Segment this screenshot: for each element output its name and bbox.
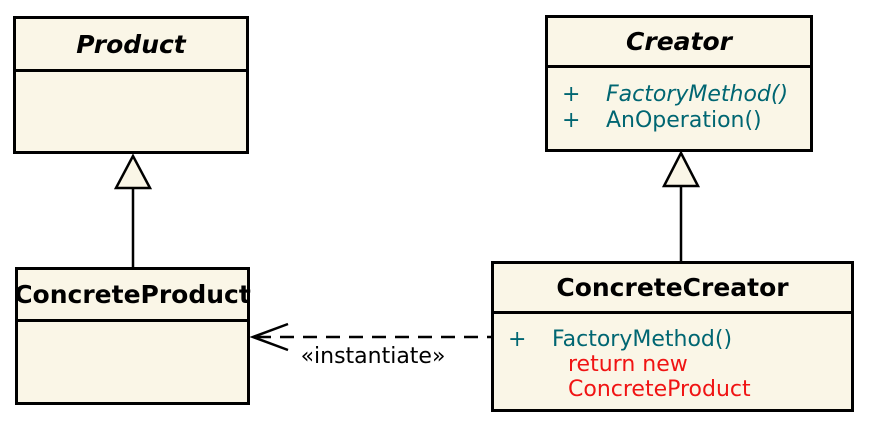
method-row: + FactoryMethod() — [559, 81, 810, 107]
inheritance-triangle-icon — [113, 153, 153, 190]
class-box-concrete-creator: ConcreteCreator + FactoryMethod() return… — [491, 261, 854, 412]
open-arrowhead-icon — [249, 322, 289, 352]
method-name: FactoryMethod() — [606, 81, 789, 107]
methods-compartment: + FactoryMethod() + AnOperation() — [548, 68, 810, 133]
class-title: Creator — [548, 18, 810, 68]
class-title: Product — [16, 19, 246, 72]
methods-compartment — [16, 72, 246, 85]
class-title: ConcreteProduct — [14, 270, 251, 322]
visibility-plus: + — [508, 326, 527, 352]
method-name: FactoryMethod() — [552, 326, 733, 352]
methods-compartment — [18, 322, 247, 335]
method-row: + FactoryMethod() — [505, 326, 851, 352]
visibility-plus: + — [562, 107, 581, 133]
code-note-line: return new — [568, 352, 688, 377]
class-box-creator: Creator + FactoryMethod() + AnOperation(… — [545, 15, 813, 152]
method-name: AnOperation() — [606, 107, 762, 133]
visibility-plus: + — [562, 81, 581, 107]
methods-compartment: + FactoryMethod() return new ConcretePro… — [494, 314, 851, 403]
instantiate-label: «instantiate» — [300, 344, 446, 369]
code-note-line: ConcreteProduct — [568, 377, 751, 402]
method-row: + AnOperation() — [559, 107, 810, 133]
class-box-product: Product — [13, 16, 249, 154]
class-box-concrete-product: ConcreteProduct — [14, 267, 251, 405]
inheritance-triangle-icon — [661, 150, 701, 188]
class-title: ConcreteCreator — [494, 264, 851, 314]
